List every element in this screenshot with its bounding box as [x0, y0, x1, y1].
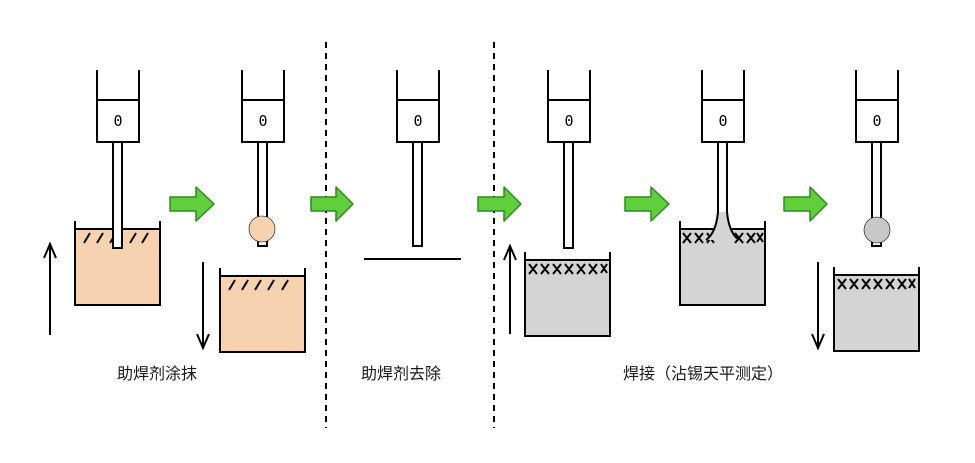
balance-reading: 0: [872, 112, 881, 130]
flux-surface: [228, 279, 289, 291]
solder-droplet: [863, 216, 891, 244]
arrow-up-icon: [43, 241, 57, 335]
stage-caption-flux-removal: 助焊剂去除: [361, 364, 442, 383]
arrow-up-icon: [503, 243, 517, 334]
solder-surface: [837, 278, 916, 290]
panel-2: [196, 70, 306, 353]
balance-reading: 0: [564, 112, 573, 130]
panel-5: [679, 70, 766, 306]
balance-unit: [547, 70, 591, 249]
balance-reading: 0: [113, 112, 122, 130]
arrow-right-icon: [624, 186, 670, 222]
balance-reading: 0: [258, 112, 267, 130]
balance-unit: [855, 70, 899, 247]
arrow-right-icon: [477, 186, 522, 222]
solder-bath: [679, 228, 766, 306]
flux-droplet: [248, 215, 276, 243]
panel-6: [811, 70, 920, 352]
panel-4: [503, 70, 611, 337]
panel-3: [364, 70, 461, 260]
balance-reading: 0: [718, 112, 727, 130]
arrow-right-icon: [169, 186, 215, 222]
stage-caption-flux-application: 助焊剂涂抹: [117, 364, 198, 383]
arrow-down-icon: [811, 262, 825, 351]
arrow-right-icon: [310, 186, 354, 222]
arrow-down-icon: [196, 262, 210, 351]
balance-unit: [241, 70, 285, 247]
flux-beaker: [219, 275, 306, 353]
balance-reading: 0: [413, 112, 422, 130]
solder-surface: [528, 263, 608, 275]
solder-meniscus: [706, 212, 739, 240]
balance-unit: [396, 70, 440, 247]
stage-caption-soldering: 焊接（沾锡天平测定）: [623, 364, 784, 383]
panel-1: [43, 70, 161, 335]
balance-unit: [96, 70, 140, 249]
arrow-right-icon: [783, 186, 828, 222]
